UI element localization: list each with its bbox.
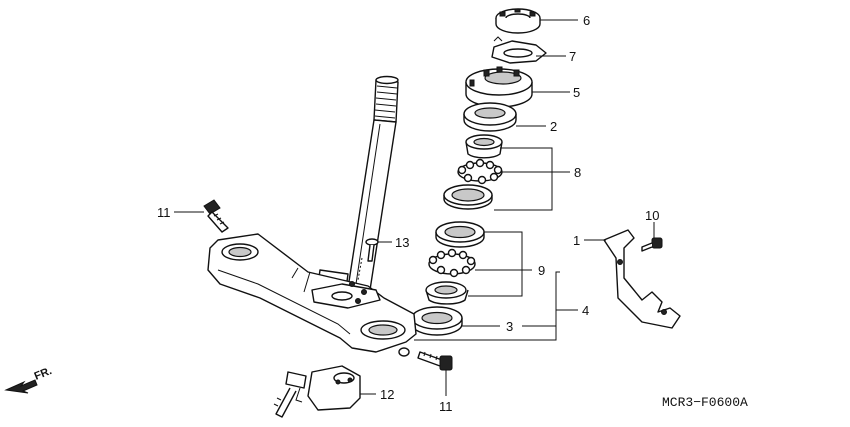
- callout-7: 7: [569, 49, 576, 64]
- callout-6: 6: [583, 13, 590, 28]
- diagram-code: MCR3−F0600A: [662, 395, 748, 410]
- part-4-lower-bridge: [207, 233, 417, 357]
- callout-12: 12: [380, 387, 394, 402]
- leader-lines: [174, 19, 655, 396]
- callout-1: 1: [573, 233, 580, 248]
- part-7-lock-washer: [491, 36, 547, 64]
- part-10-bolt: [641, 237, 663, 252]
- part-11-bolt-lower: [417, 351, 453, 371]
- part-1-bracket: [603, 229, 681, 329]
- callout-2: 2: [550, 119, 557, 134]
- callout-3: 3: [506, 319, 513, 334]
- steering-stem: [316, 75, 399, 297]
- callout-8: 8: [574, 165, 581, 180]
- callout-4: 4: [582, 303, 589, 318]
- callout-11-upper: 11: [157, 205, 171, 220]
- front-label: FR.: [33, 365, 54, 383]
- part-8-upper-bearing-set: [443, 134, 503, 210]
- part-6-lock-nut: [495, 8, 541, 34]
- part-11-bolt-upper: [203, 199, 229, 233]
- part-2-dust-seal: [463, 102, 517, 132]
- callout-5: 5: [573, 85, 580, 100]
- part-5-adjusting-nut: [465, 66, 533, 108]
- part-9-lower-bearing-set: [425, 221, 485, 305]
- callout-9: 9: [538, 263, 545, 278]
- callout-13: 13: [395, 235, 409, 250]
- callout-10: 10: [645, 208, 659, 223]
- front-arrow-icon: [4, 379, 38, 394]
- callout-11-lower: 11: [439, 399, 453, 414]
- part-13-screw: [357, 238, 379, 281]
- part-12-steering-lock: [273, 365, 361, 418]
- part-3-dust-seal: [411, 306, 463, 336]
